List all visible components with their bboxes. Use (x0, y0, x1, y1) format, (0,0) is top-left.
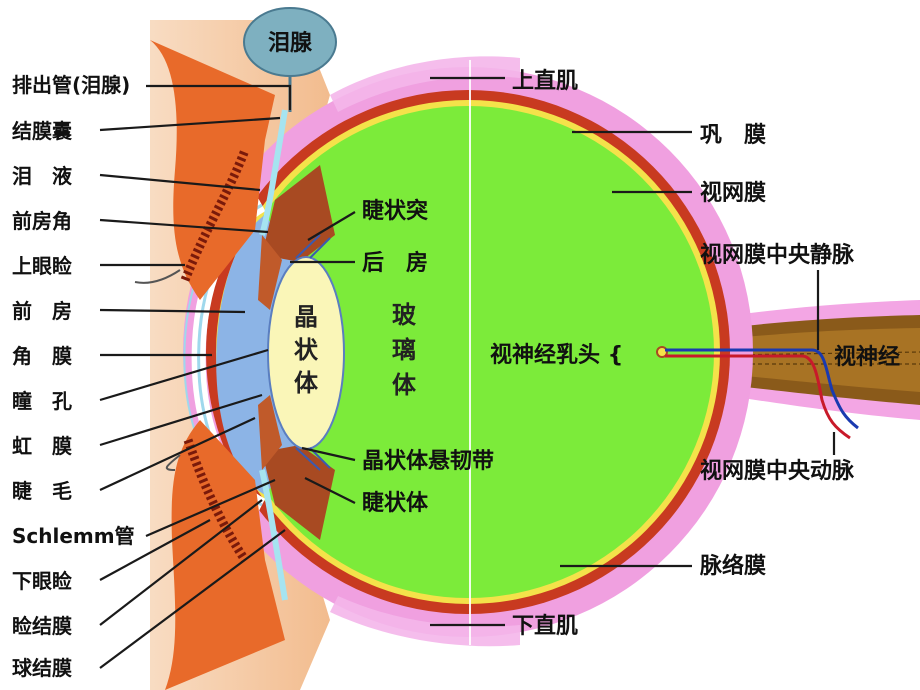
lens-label-3: 体 (294, 369, 319, 397)
drain-duct-label: 排出管(泪腺) (12, 73, 130, 97)
optic-disc-label: 视神经乳头 { (490, 342, 623, 368)
zonule-label: 晶状体悬韧带 (362, 449, 494, 474)
pupil-label: 瞳 孔 (12, 389, 72, 413)
central-retinal-vein (665, 348, 859, 430)
sclera-label: 巩 膜 (700, 123, 766, 148)
chamber-angle-label: 前房角 (12, 209, 72, 233)
choroid-label: 脉络膜 (699, 553, 766, 579)
vitreous-label-1: 玻 (392, 301, 417, 329)
ciliary-body-lower (262, 445, 335, 540)
vitreous-body (222, 106, 714, 598)
bulbar-conjunctiva-label: 球结膜 (12, 656, 72, 680)
ciliary-body-label: 睫状体 (362, 491, 429, 516)
upper-eyelid (150, 40, 275, 300)
retina-label: 视网膜 (700, 180, 766, 206)
cornea-label: 角 膜 (12, 344, 72, 368)
lens-label-2: 状 (294, 336, 319, 364)
ciliary-process-label: 睫状突 (362, 198, 428, 224)
upper-eyelid-label: 上眼睑 (12, 254, 72, 278)
eyelash-label: 睫 毛 (12, 479, 72, 503)
tears-label: 泪 液 (12, 164, 73, 188)
anterior-chamber-label: 前 房 (12, 299, 72, 323)
lower-eyelid-label: 下眼睑 (12, 569, 72, 593)
superior-rectus-label: 上直肌 (512, 68, 578, 94)
iris-lower (258, 395, 282, 470)
posterior-chamber-label: 后 房 (362, 250, 428, 276)
inferior-rectus (330, 596, 520, 647)
iris-label: 虹 膜 (12, 434, 72, 458)
schlemm-canal-label: Schlemm管 (12, 524, 135, 548)
iris-upper (258, 235, 282, 310)
inferior-rectus-label: 下直肌 (512, 613, 578, 639)
optic-nerve-label: 视神经 (834, 344, 900, 370)
vitreous-label-3: 体 (392, 371, 417, 399)
central-retinal-artery (665, 354, 851, 440)
vitreous-label-2: 璃 (392, 336, 416, 364)
conjunctival-sac-label: 结膜囊 (12, 119, 72, 143)
palpebral-conjunctiva-label: 睑结膜 (12, 614, 72, 638)
lens-label-1: 晶 (294, 303, 318, 331)
lacrimal-gland-label: 泪腺 (268, 31, 313, 56)
central-retinal-artery-label: 视网膜中央动脉 (700, 458, 855, 484)
central-retinal-vein-label: 视网膜中央静脉 (700, 242, 855, 268)
superior-rectus (330, 56, 520, 112)
